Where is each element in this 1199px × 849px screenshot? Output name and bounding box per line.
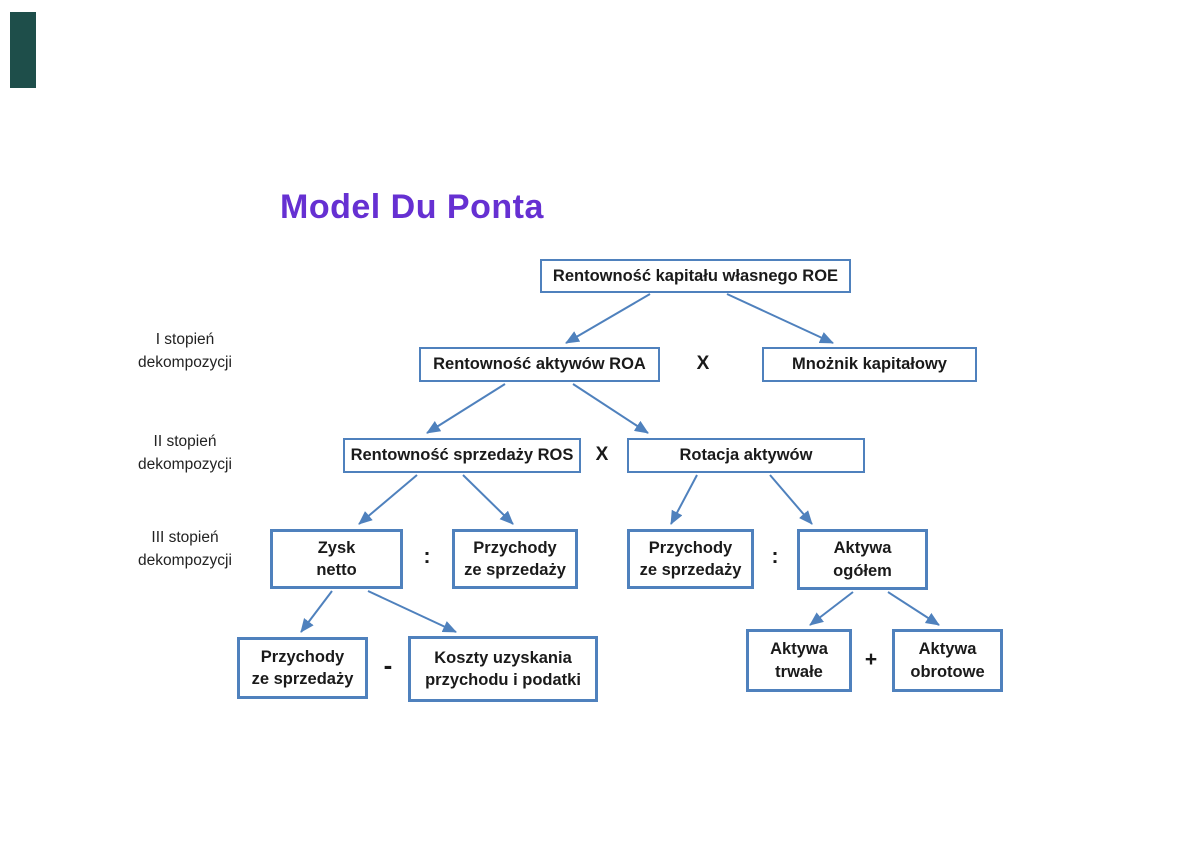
node-roa-label: Rentowność aktywów ROA (433, 355, 646, 374)
node-koszty-line2: przychodu i podatki (425, 671, 581, 689)
node-przychody-ze-sprzedazy-bottom: Przychody ze sprzedaży (237, 637, 368, 699)
connector-ros-zysk (358, 474, 418, 525)
connector-roa-ros (426, 383, 506, 434)
stage-label-1-line2: dekompozycji (138, 354, 232, 372)
node-przych-l-line1: Przychody (473, 538, 557, 557)
connector-roe-mnoznik (726, 293, 834, 344)
stage-label-1: I stopień dekompozycji (105, 328, 265, 375)
node-ogolem-line1: Aktywa (833, 539, 892, 558)
node-przych-r-line2: ze sprzedaży (639, 561, 742, 579)
node-obrotowe-line2: obrotowe (910, 662, 985, 681)
node-przych-l-line2: ze sprzedaży (464, 561, 566, 579)
connector-ogolem-trwale (809, 591, 854, 626)
node-roe: Rentowność kapitału własnego ROE (540, 259, 851, 293)
node-aktywa-ogolem: Aktywa ogółem (797, 529, 928, 590)
node-zysk-line2: netto (316, 561, 357, 579)
stage-label-3-line1: III stopień (151, 529, 219, 546)
node-roe-label: Rentowność kapitału własnego ROE (552, 266, 839, 285)
connector-zysk-koszty (367, 590, 457, 633)
operator-divide-2: : (771, 545, 779, 568)
connector-rotacja-przych-r (670, 474, 698, 525)
operator-multiply-1: X (696, 353, 710, 374)
node-obrotowe-line1: Aktywa (918, 640, 977, 659)
stage-label-3-line2: dekompozycji (138, 552, 232, 570)
node-zysk-netto: Zysk netto (270, 529, 403, 589)
node-ros-label: Rentowność sprzedaży ROS (350, 446, 574, 465)
corner-decoration-rect (10, 12, 36, 88)
connector-ogolem-obrotowe (887, 591, 940, 626)
connector-roe-roa (565, 293, 651, 344)
node-rotacja-label: Rotacja aktywów (679, 446, 813, 465)
stage-label-3: III stopień dekompozycji (105, 526, 265, 573)
connector-zysk-przychody-b (300, 590, 333, 633)
operator-multiply-2: X (595, 444, 609, 465)
node-przychody-ze-sprzedazy-right: Przychody ze sprzedaży (627, 529, 754, 589)
node-aktywa-obrotowe: Aktywa obrotowe (892, 629, 1003, 692)
stage-label-2-line1: II stopień (153, 433, 217, 450)
connector-roa-rotacja (572, 383, 649, 434)
node-trwale-line1: Aktywa (770, 640, 828, 659)
node-mnoznik-kapitalowy: Mnożnik kapitałowy (762, 347, 977, 382)
node-koszty-uzyskania: Koszty uzyskania przychodu i podatki (408, 636, 598, 702)
connector-ros-przychody-l (462, 474, 514, 525)
connector-rotacja-ogolem (769, 474, 813, 525)
node-ogolem-line2: ogółem (833, 561, 892, 580)
node-zysk-line1: Zysk (317, 538, 356, 557)
operator-plus: + (864, 648, 878, 671)
node-koszty-line1: Koszty uzyskania (434, 648, 572, 667)
node-mnoznik-label: Mnożnik kapitałowy (792, 355, 947, 374)
node-ros: Rentowność sprzedaży ROS (343, 438, 581, 473)
node-przych-b-line1: Przychody (260, 647, 345, 666)
operator-divide-1: : (423, 545, 431, 568)
page-title: Model Du Ponta (280, 188, 544, 226)
operator-minus: - (383, 650, 393, 680)
node-trwale-line2: trwałe (775, 662, 823, 681)
stage-label-2: II stopień dekompozycji (105, 430, 265, 477)
stage-label-2-line2: dekompozycji (138, 456, 232, 474)
node-przych-b-line2: ze sprzedaży (251, 670, 354, 688)
node-aktywa-trwale: Aktywa trwałe (746, 629, 852, 692)
node-roa: Rentowność aktywów ROA (419, 347, 660, 382)
stage-label-1-line1: I stopień (155, 331, 215, 348)
node-przych-r-line1: Przychody (648, 538, 733, 557)
node-rotacja-aktywow: Rotacja aktywów (627, 438, 865, 473)
node-przychody-ze-sprzedazy-left: Przychody ze sprzedaży (452, 529, 578, 589)
